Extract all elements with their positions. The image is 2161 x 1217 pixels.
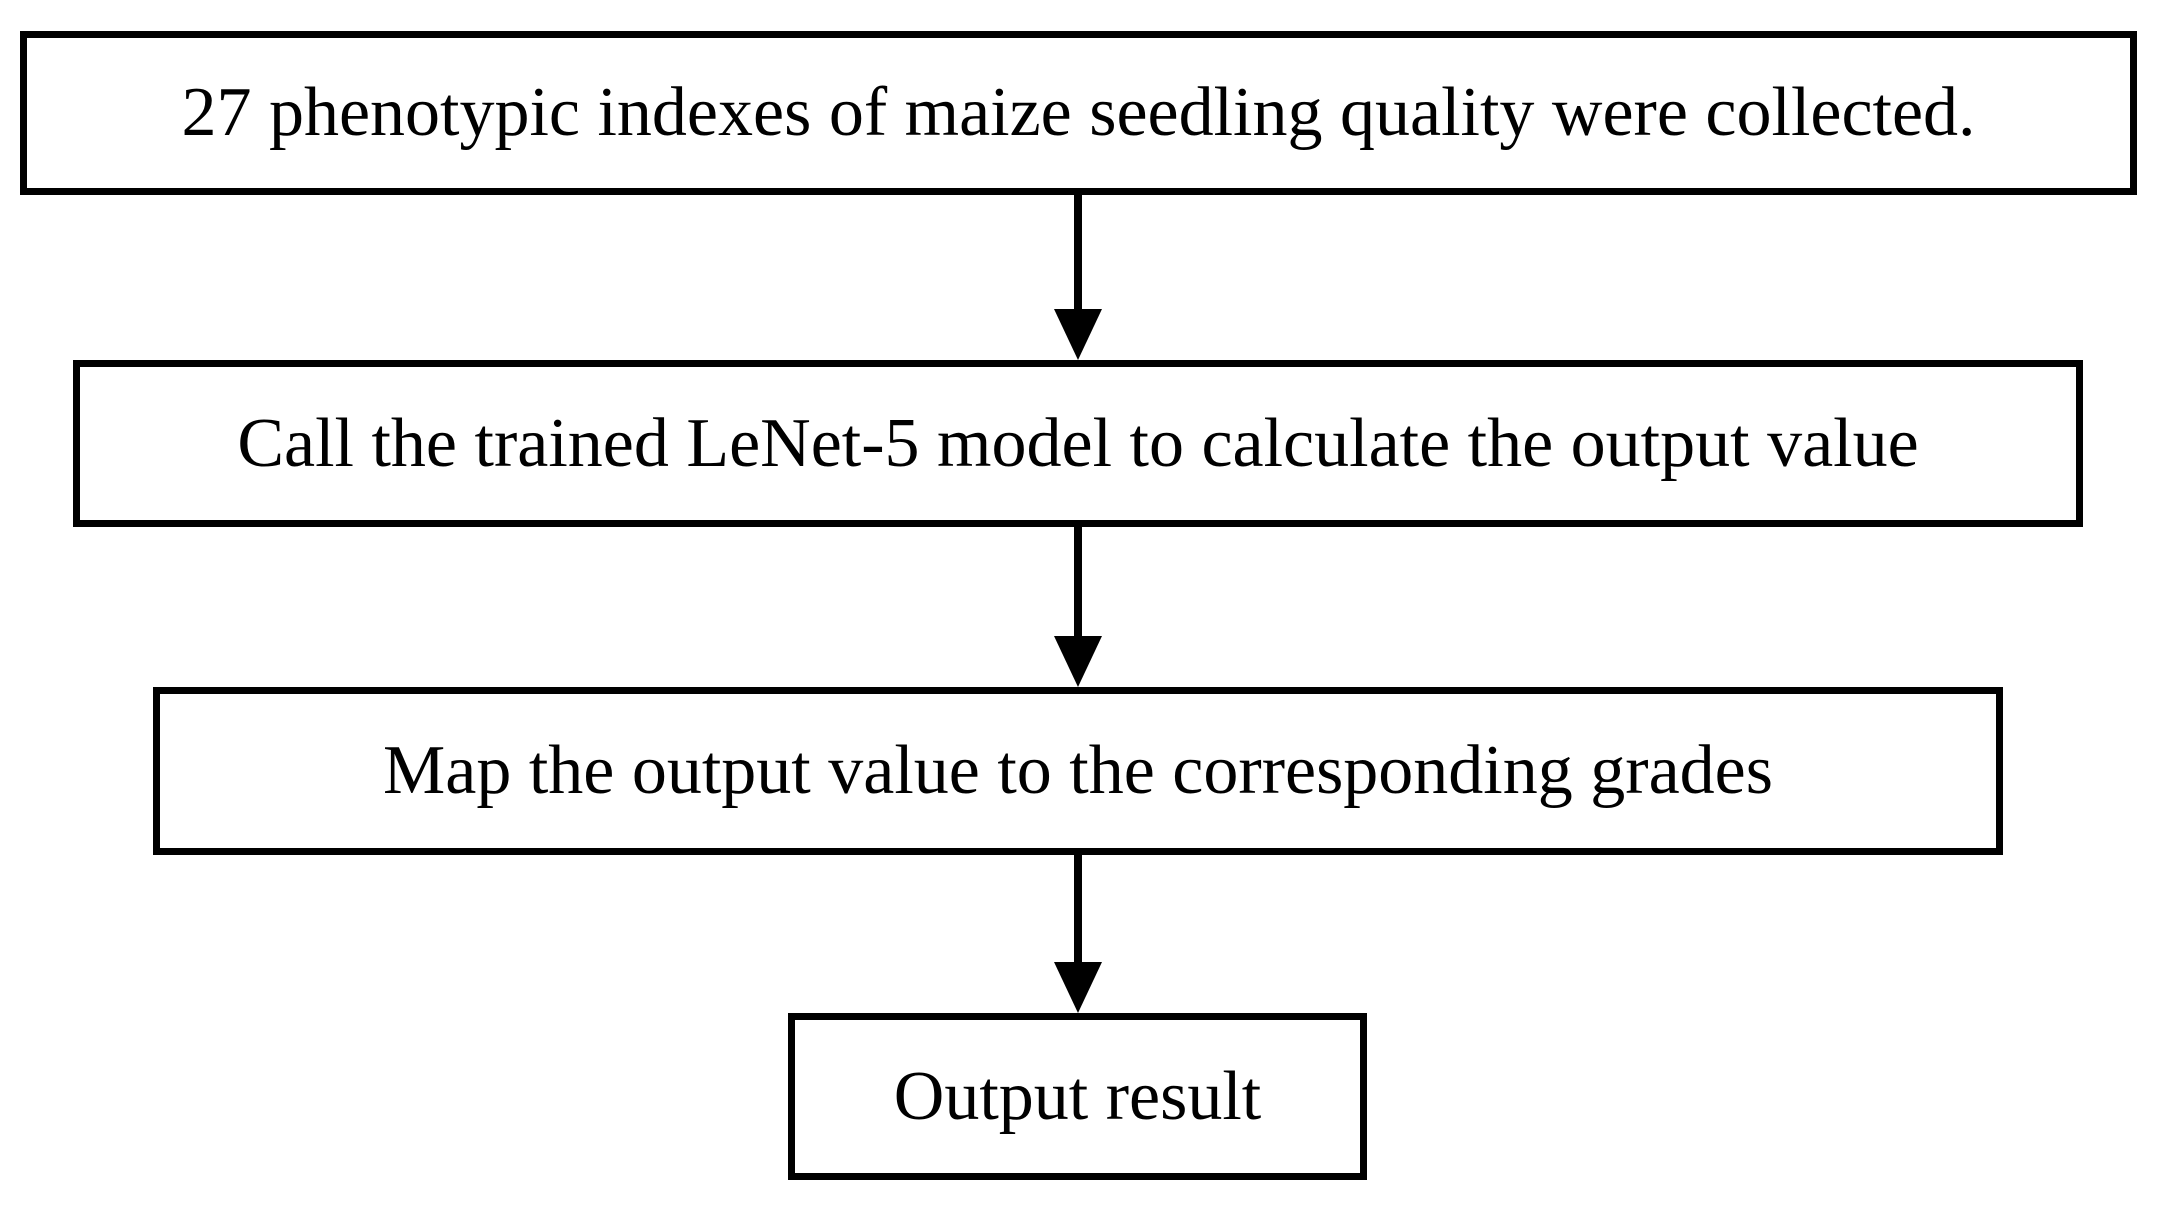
node-label: Map the output value to the correspondin… [383, 732, 1773, 810]
flowchart-node-output-result[interactable]: Output result [788, 1013, 1367, 1180]
flowchart-node-call-lenet5[interactable]: Call the trained LeNet-5 model to calcul… [73, 360, 2083, 527]
flowchart-arrow-map-to-output [1054, 855, 1102, 1013]
flowchart-node-map-grades[interactable]: Map the output value to the correspondin… [153, 687, 2003, 855]
flowchart-arrow-lenet-to-map [1054, 527, 1102, 687]
node-label: 27 phenotypic indexes of maize seedling … [181, 74, 1976, 152]
node-label: Output result [893, 1057, 1262, 1135]
node-label: Call the trained LeNet-5 model to calcul… [237, 404, 1919, 482]
flowchart-arrow-collect-to-lenet [1054, 195, 1102, 360]
flowchart-node-collect-indexes[interactable]: 27 phenotypic indexes of maize seedling … [20, 31, 2137, 195]
